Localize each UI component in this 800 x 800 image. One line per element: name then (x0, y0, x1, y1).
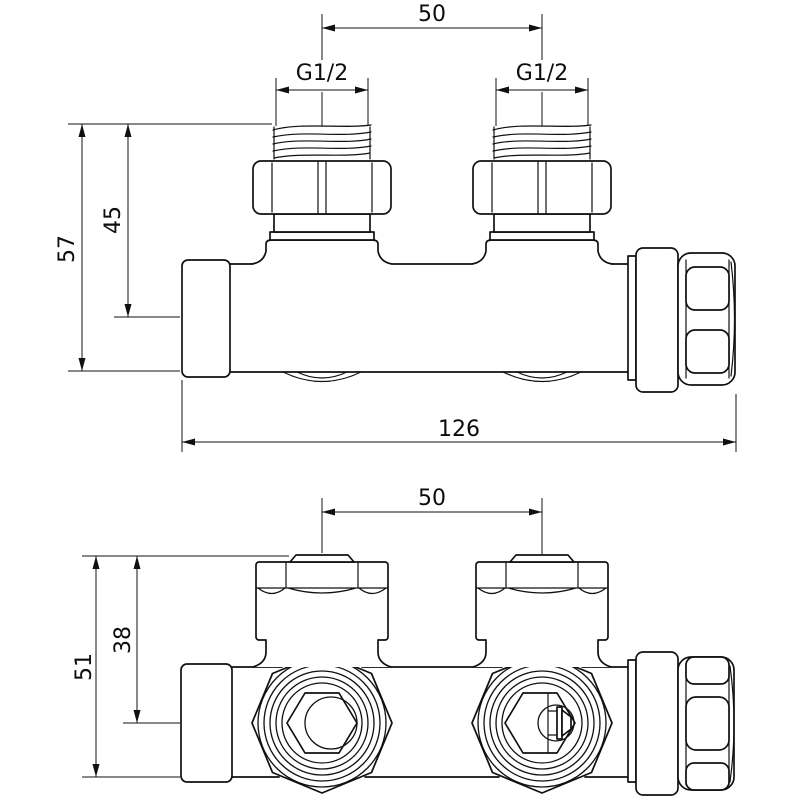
dim-port-spacing-bottom: 50 (418, 486, 446, 511)
bonnet-cap-right (509, 554, 575, 563)
dim-overall-height-bottom: 51 (72, 653, 97, 681)
threaded-stub (252, 124, 392, 241)
neck-left (252, 639, 392, 668)
top-view: 50 G1/2 G1/2 57 45 126 (55, 2, 737, 452)
seat-arcs (282, 371, 582, 383)
neck-right (472, 639, 612, 668)
body-outline (229, 263, 629, 373)
end-union-nut-bottom (627, 651, 735, 796)
dim-overall-height-top: 57 (55, 235, 80, 263)
port-boss-left (251, 239, 393, 265)
threaded-stub-right (472, 124, 612, 241)
bottom-view-dimensions: 50 51 38 (72, 486, 543, 778)
bonnet-tower (255, 561, 389, 641)
bonnet-cap-left (289, 554, 355, 563)
dim-axis-height-top: 45 (101, 206, 126, 234)
side-port-block (181, 259, 231, 378)
dim-thread-right: G1/2 (516, 61, 568, 86)
dim-thread-left: G1/2 (296, 61, 348, 86)
dim-overall-length: 126 (438, 417, 480, 442)
bottom-view: 50 51 38 (72, 486, 735, 796)
top-view-dimensions: 50 G1/2 G1/2 57 45 126 (55, 2, 737, 452)
end-union-nut (627, 247, 736, 393)
port-boss-right (471, 239, 613, 265)
valve-hex-right (504, 692, 576, 754)
dim-axis-height-bottom: 38 (111, 626, 136, 654)
side-port-block-bottom (180, 663, 233, 783)
valve-hex-left (286, 692, 358, 754)
dim-port-spacing-top: 50 (418, 2, 446, 27)
bonnet-tower-right (475, 561, 609, 641)
